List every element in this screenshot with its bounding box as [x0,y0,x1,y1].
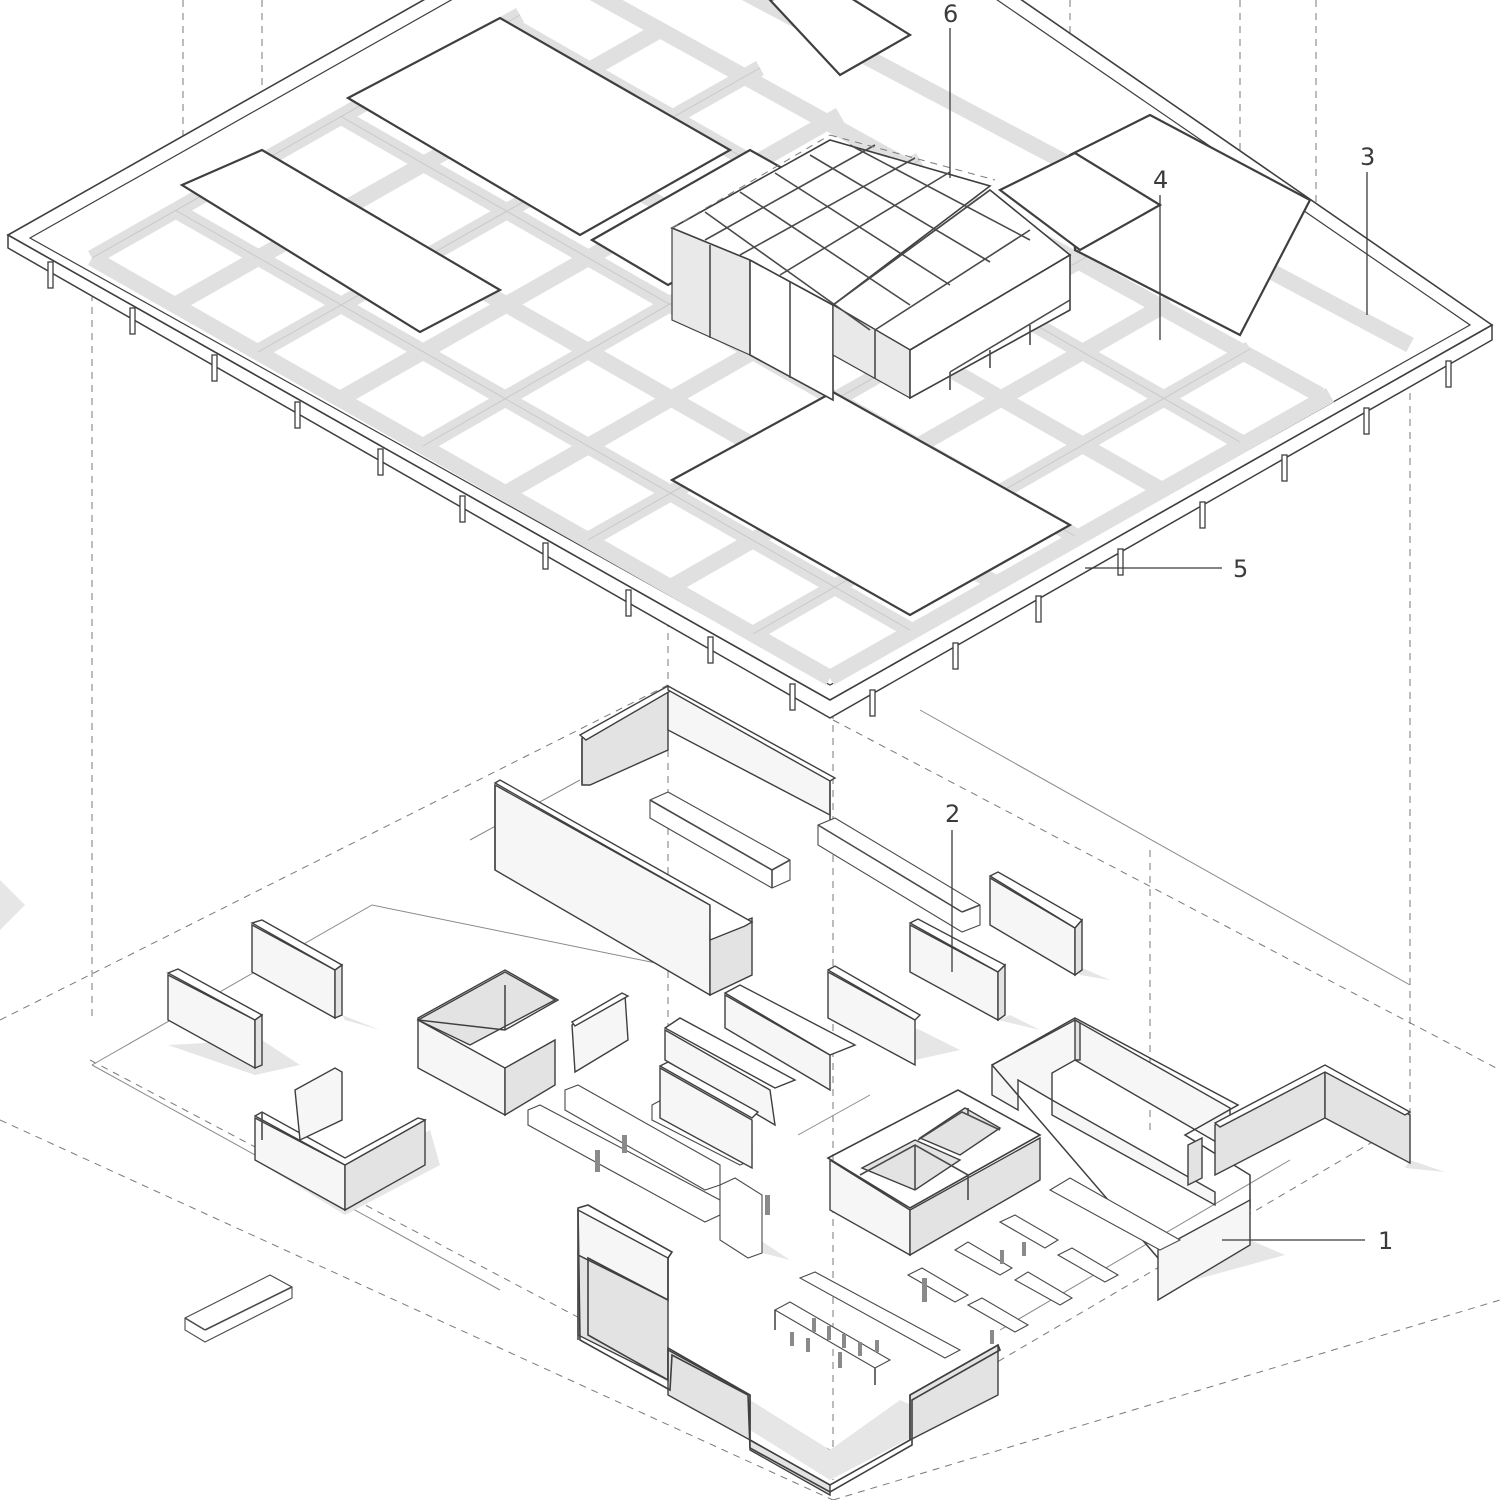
room-right-long [990,1017,1412,1302]
skylight-grid [704,144,1071,390]
callout-3: 3 [1360,143,1375,315]
display-blocks-center [658,965,922,1170]
callout-1: 1 [1222,1227,1393,1255]
benches [184,791,981,1343]
callout-2: 2 [945,800,960,972]
left-wall-panels [166,919,344,1070]
partition-panels-right [908,871,1084,1022]
roof-grid-structure [6,0,1494,719]
skylight-lantern [670,134,1072,402]
partition-wall-back [578,684,837,830]
tables-and-people [595,1135,1182,1385]
callout-labels: 1 2 3 4 5 6 [943,0,1393,1255]
site-outline [0,684,1500,1500]
callout-2-label: 2 [945,800,960,828]
callout-5-label: 5 [1233,555,1248,583]
callout-3-label: 3 [1360,143,1375,171]
callout-5: 5 [1085,555,1248,583]
room-bottom-open [577,1204,1002,1497]
ground-floor-plan [91,684,1445,1497]
callout-4-label: 4 [1153,166,1168,194]
room-center-cells [826,1089,1042,1257]
partition-wall-long [493,779,754,997]
room-box-left [416,969,630,1117]
room-u-left [253,1067,427,1212]
callout-1-label: 1 [1378,1227,1393,1255]
callout-4: 4 [1153,166,1168,340]
callout-6-label: 6 [943,0,958,28]
callout-6: 6 [943,0,958,178]
roof-columns [47,261,1452,717]
roof-openings [179,0,1312,617]
